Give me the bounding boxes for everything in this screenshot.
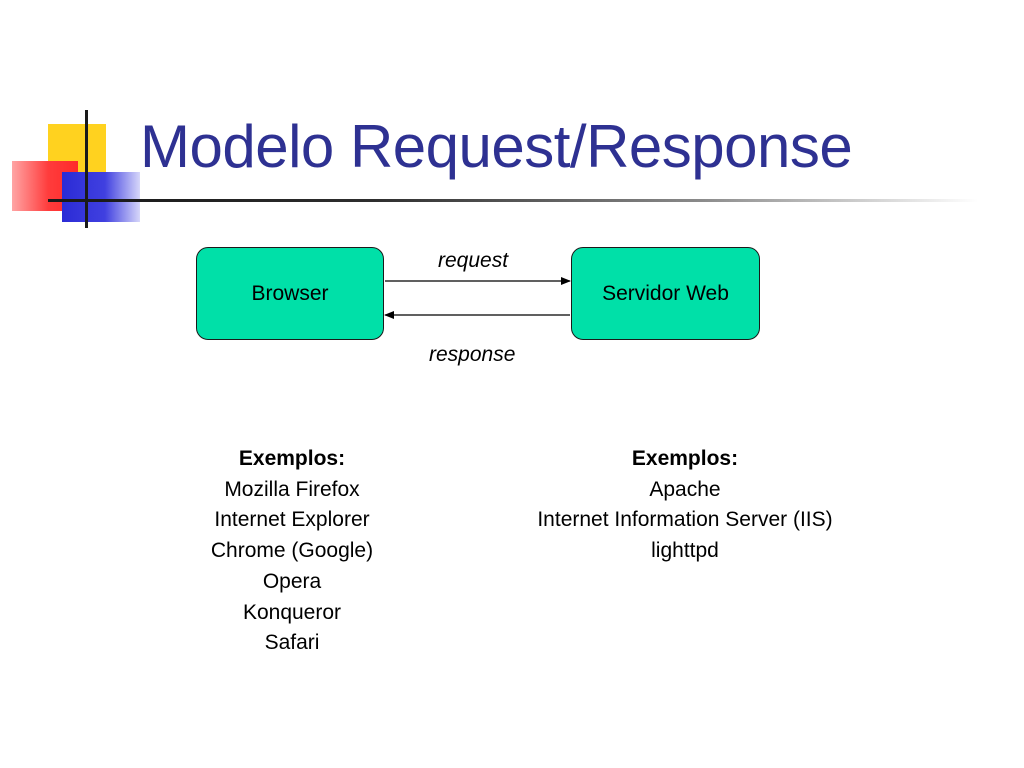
server-example-item: lighttpd [651,539,719,563]
client-example-item: Chrome (Google) [210,539,374,563]
client-example-item: Konqueror [242,600,342,624]
logo-blue-square [62,172,140,222]
request-response-diagram: Browser Servidor Web request response [196,247,760,366]
client-example-item: Internet Explorer [214,508,370,532]
client-examples: Exemplos: Mozilla Firefox Internet Explo… [172,444,412,659]
request-label: request [438,249,509,272]
response-label: response [429,343,516,366]
server-example-item: Internet Information Server (IIS) [537,508,833,532]
web-server-node: Servidor Web [571,247,760,340]
diagram-arrows [384,277,571,319]
server-examples-heading: Exemplos: [631,447,739,470]
client-example-item: Opera [262,569,322,593]
client-examples-heading: Exemplos: [238,447,346,470]
web-server-node-label: Servidor Web [602,281,729,305]
server-examples: Exemplos: Apache Internet Information Se… [480,444,890,567]
server-examples-list: Apache Internet Information Server (IIS)… [480,475,890,567]
browser-node-label: Browser [251,281,329,305]
slide-logo [0,0,140,240]
server-example-item: Apache [649,477,721,501]
client-example-item: Safari [264,631,320,655]
client-example-item: Mozilla Firefox [224,477,360,501]
browser-node: Browser [196,247,384,340]
title-underline [48,199,978,202]
client-examples-list: Mozilla Firefox Internet Explorer Chrome… [172,475,412,659]
logo-vertical-line [85,110,88,228]
slide-title: Modelo Request/Response [140,113,853,180]
